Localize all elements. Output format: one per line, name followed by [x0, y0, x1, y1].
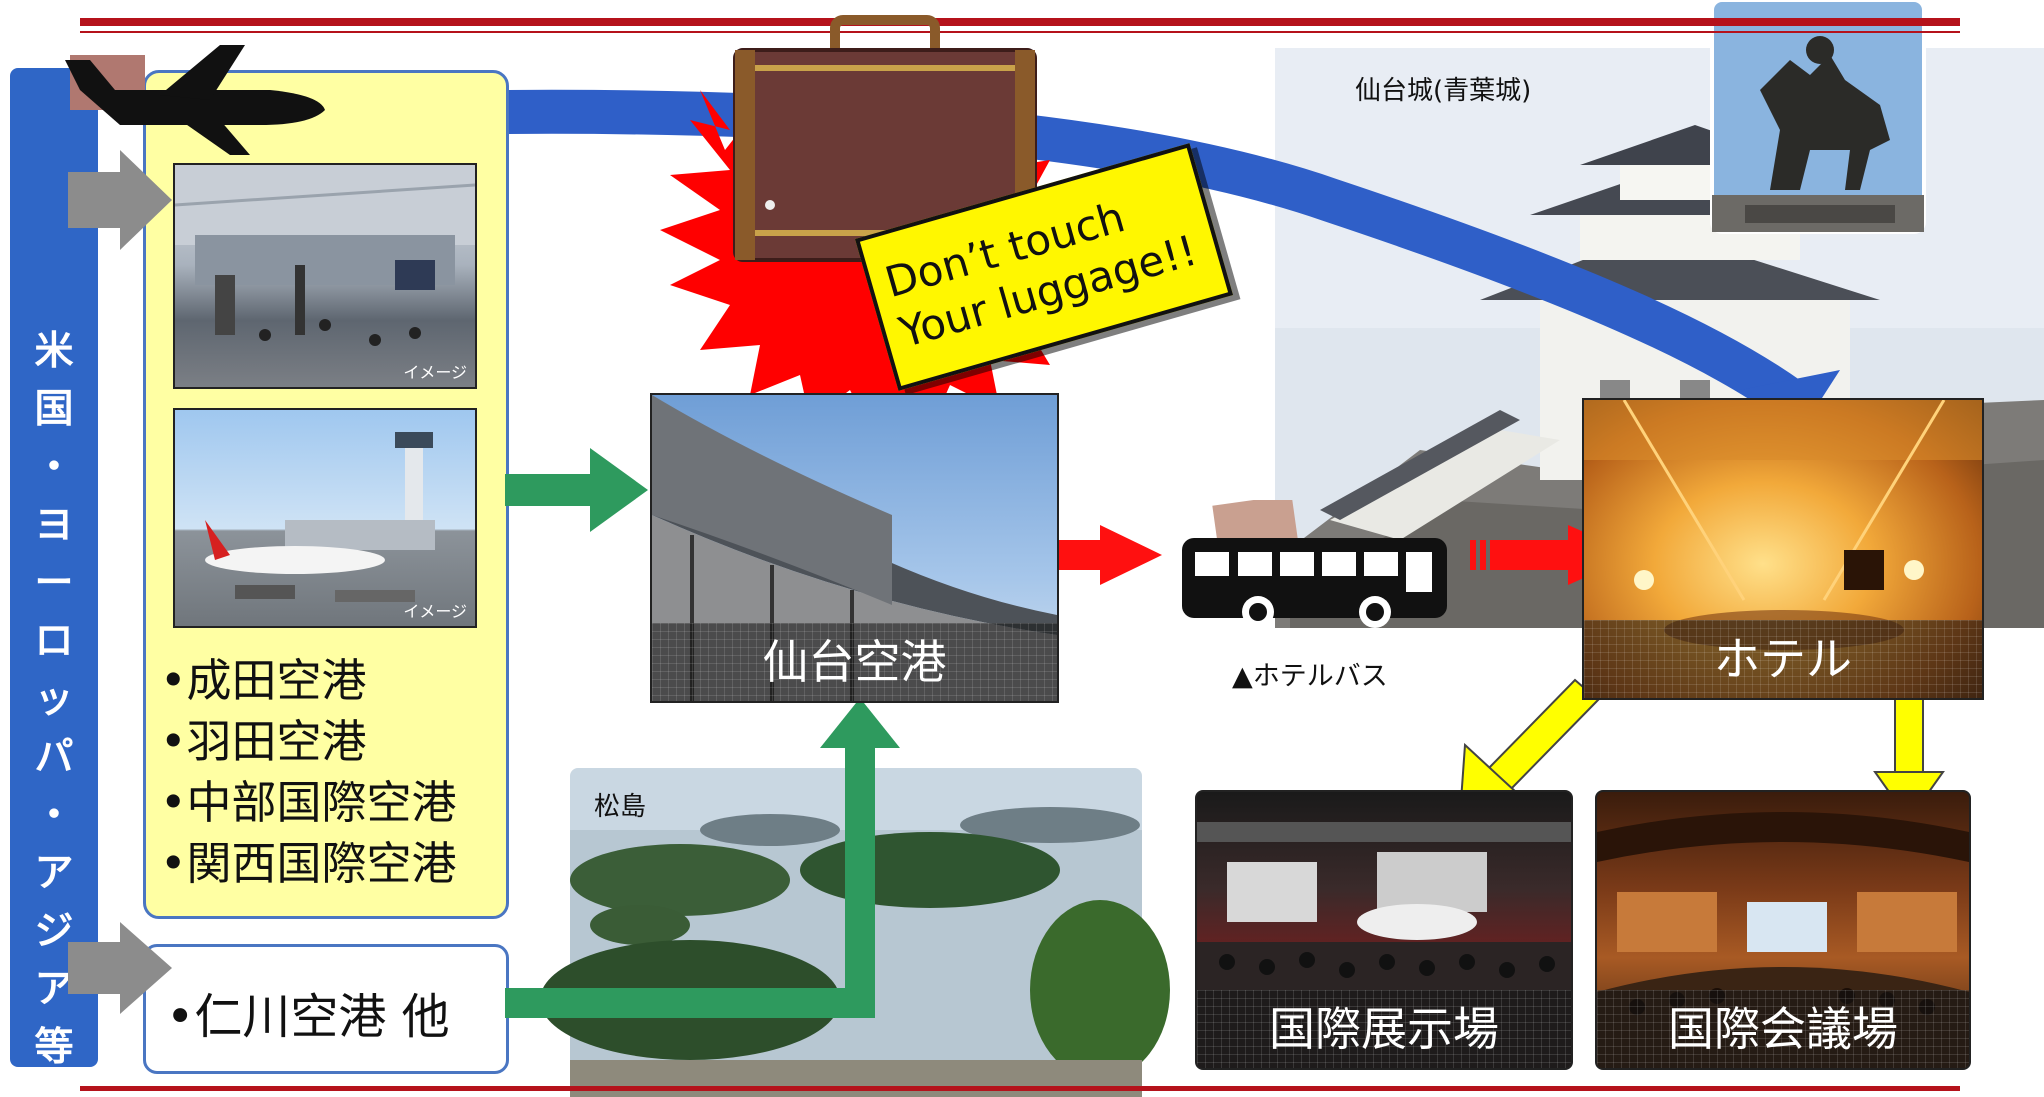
apron-illustration — [205, 432, 435, 602]
hotel-photo: ホテル — [1582, 398, 1984, 700]
airport-terminal-photo: イメージ — [173, 163, 477, 389]
conference-hall-photo: 国際会議場 — [1595, 790, 1971, 1070]
airport-narita: •成田空港 — [160, 654, 367, 707]
matsushima-caption: 松島 — [594, 792, 647, 822]
blue-route-arc — [269, 89, 1803, 418]
domestic-airports-panel: イメージ イメージ — [143, 70, 509, 919]
domestic-airport-list: •成田空港 •羽田空港 •中部国際空港 •関西国際空港 — [160, 650, 457, 894]
conference-hall-label: 国際会議場 — [1597, 990, 1969, 1068]
terminal-image-note: イメージ — [403, 363, 467, 382]
origin-label: 米 国 ・ ヨ ー ロ ッ パ ・ ア ジ ア 等 — [34, 329, 74, 1070]
bottom-rule — [80, 1086, 1960, 1091]
hotel-bus-caption: ▲ホテルバス — [1232, 661, 1388, 692]
sendai-airport-photo: 仙台空港 — [650, 393, 1059, 703]
exhibition-hall-label: 国際展示場 — [1197, 990, 1571, 1068]
airplane-icon — [65, 45, 325, 155]
airport-kansai: •関西国際空港 — [160, 837, 457, 890]
suitcase-icon — [733, 15, 1037, 262]
bus-icon — [1182, 500, 1447, 628]
grey-arrow-lower — [68, 922, 172, 1014]
sendai-airport-label: 仙台空港 — [652, 623, 1057, 701]
hotel-label: ホテル — [1584, 620, 1982, 698]
castle-caption: 仙台城(青葉城) — [1355, 76, 1532, 106]
grey-arrow-upper — [68, 150, 172, 250]
airport-haneda: •羽田空港 — [160, 715, 367, 768]
airport-chubu: •中部国際空港 — [160, 776, 457, 829]
top-rule-thin — [80, 31, 1960, 33]
green-arrow-from-incheon — [505, 745, 875, 1018]
airport-apron-photo: イメージ — [173, 408, 477, 628]
statue-photo — [1710, 0, 1926, 234]
overseas-airport-panel: •仁川空港 他 — [143, 944, 509, 1074]
apron-image-note: イメージ — [403, 602, 467, 621]
terminal-illustration — [175, 165, 475, 346]
origin-sidebar: 米 国 ・ ヨ ー ロ ッ パ ・ ア ジ ア 等 — [10, 68, 98, 1070]
green-arrow-to-sendai — [505, 448, 648, 532]
airport-incheon: •仁川空港 他 — [166, 989, 450, 1045]
top-rule — [80, 18, 1960, 26]
exhibition-hall-photo: 国際展示場 — [1195, 790, 1573, 1070]
